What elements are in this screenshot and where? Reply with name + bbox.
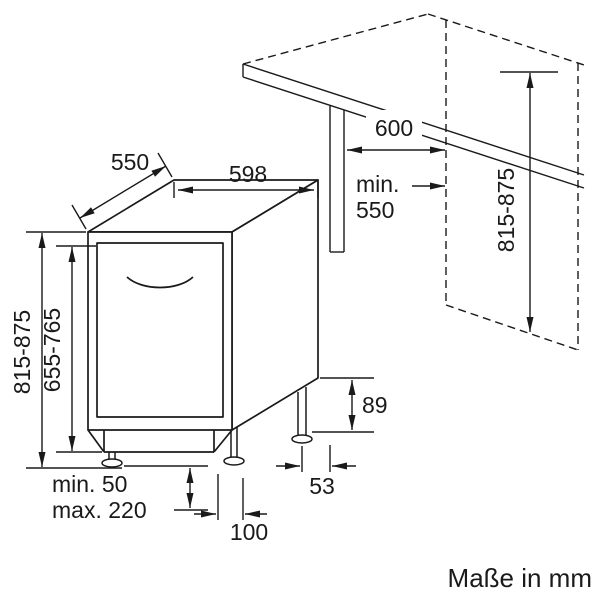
dimension-plinth-max-label: max. 220 [52, 497, 147, 523]
dimension-min550-value: 550 [356, 197, 394, 223]
dimension-niche-height-label: 815-875 [493, 168, 519, 252]
dimension-niche-height: 815-875 [493, 71, 558, 332]
dimension-niche-width: 600 [347, 110, 445, 154]
dimension-front-foot-offset: 100 [194, 474, 268, 545]
appliance-door [96, 242, 224, 418]
dimension-rear-foot-offset: 53 [276, 445, 356, 499]
adjustable-feet [101, 387, 313, 468]
dimension-53-label: 53 [309, 473, 335, 499]
front-right-foot [223, 456, 245, 466]
dimension-door-height: 655-765 [39, 245, 102, 453]
dimension-plinth-min-label: min. 50 [52, 471, 127, 497]
rear-foot [291, 434, 313, 444]
dimension-height-total-label: 815-875 [9, 310, 35, 394]
dimension-base-height: 89 [312, 377, 388, 433]
dimension-89-label: 89 [362, 392, 388, 418]
appliance-outline [87, 179, 319, 453]
front-left-foot [101, 458, 123, 468]
dimension-598-label: 598 [229, 161, 267, 187]
dimension-600-label: 600 [375, 115, 413, 141]
dimension-550-label: 550 [111, 149, 149, 175]
units-note: Maße in mm [448, 563, 592, 593]
dimension-niche-depth-min: min. 550 [356, 171, 445, 223]
dimension-top-depth: 550 [71, 149, 173, 230]
dimension-door-height-label: 655-765 [39, 308, 65, 392]
dimension-plinth-range: min. 50 max. 220 [52, 465, 208, 523]
dimension-min550-prefix: min. [356, 171, 399, 197]
dimension-100-label: 100 [230, 519, 268, 545]
door-handle-icon [126, 276, 194, 289]
dimension-top-width: 598 [173, 161, 319, 198]
dimension-appliance-height: 815-875 [9, 231, 122, 469]
appliance-front-face [87, 231, 233, 431]
